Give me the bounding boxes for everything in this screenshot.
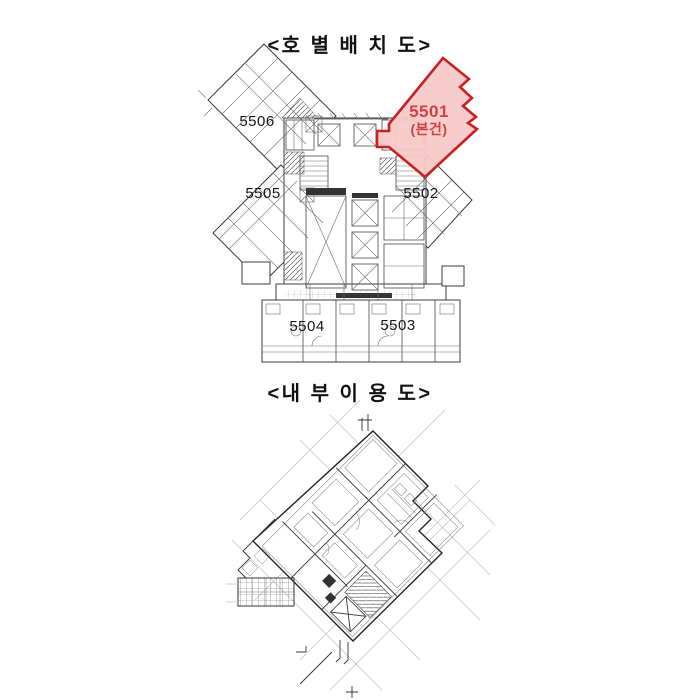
right-stub bbox=[441, 265, 465, 287]
balcony-block bbox=[226, 518, 295, 607]
bottom-slab bbox=[261, 299, 461, 363]
unit-label-5504: 5504 bbox=[289, 318, 324, 335]
interior-usage-title: <내 부 이 용 도> bbox=[267, 382, 432, 405]
subject-unit-5501: 5501 (본건) bbox=[375, 56, 480, 179]
interior-usage-plan bbox=[226, 399, 496, 698]
unit-layout-plan: 5506 5505 5502 5504 5503 5501 (본건) bbox=[197, 43, 480, 363]
unit-label-5503: 5503 bbox=[380, 317, 415, 334]
unit-label-5506: 5506 bbox=[239, 113, 274, 130]
unit-interior bbox=[261, 434, 464, 638]
unit-label-5502: 5502 bbox=[403, 185, 438, 202]
wing-5505-rooms bbox=[218, 170, 324, 269]
subject-unit-tag: (본건) bbox=[410, 121, 447, 137]
left-stub bbox=[241, 261, 271, 285]
unit-outline bbox=[251, 430, 444, 642]
subject-unit-number: 5501 bbox=[409, 102, 449, 121]
unit-layout-title: <호 별 배 치 도> bbox=[267, 34, 432, 57]
subject-unit-polygon bbox=[375, 56, 480, 179]
bottom-slab-rooms bbox=[262, 284, 460, 362]
survey-marks bbox=[296, 414, 372, 698]
unit-label-5505: 5505 bbox=[245, 185, 280, 202]
